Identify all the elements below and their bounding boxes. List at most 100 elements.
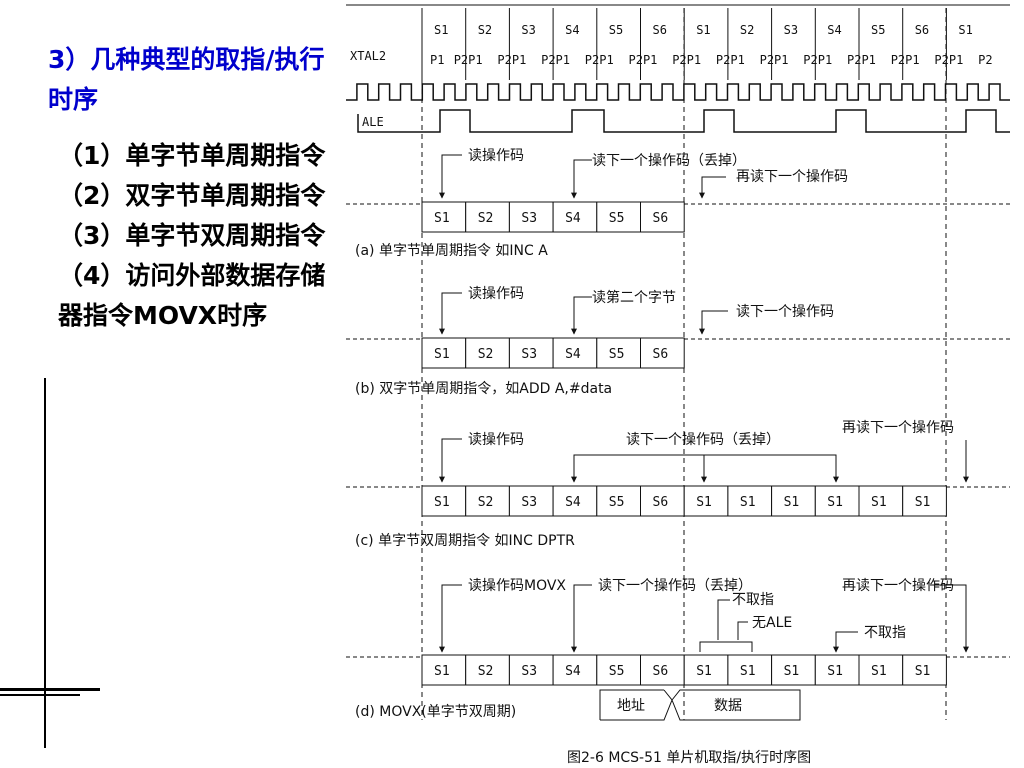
state-label: S1 xyxy=(696,23,710,37)
state-cell-label: S1 xyxy=(696,664,712,679)
state-cell xyxy=(683,654,729,686)
state-label: S1 xyxy=(434,23,448,37)
annotation: 无ALE xyxy=(752,615,792,631)
state-cell xyxy=(596,337,641,369)
state-cell-label: S4 xyxy=(565,495,581,510)
list-item: （3）单字节双周期指令 xyxy=(58,221,326,250)
state-cell xyxy=(727,485,773,517)
state-cell xyxy=(465,485,510,517)
annotation: 读操作码 xyxy=(468,431,524,448)
state-cell-label: S1 xyxy=(915,664,931,679)
state-cell-label: S1 xyxy=(784,495,800,510)
phase-label: P2P1 xyxy=(629,53,658,67)
bracket xyxy=(699,641,753,652)
state-cell-label: S1 xyxy=(434,495,450,510)
caption-a: (a) 单字节单周期指令 如INC A xyxy=(355,243,548,259)
state-cell-label: S5 xyxy=(609,495,625,510)
state-cell xyxy=(596,201,641,233)
bracket xyxy=(717,599,730,640)
state-label: S6 xyxy=(653,23,667,37)
state-cell xyxy=(596,654,641,686)
state-cell xyxy=(640,201,685,233)
arrow xyxy=(439,584,462,653)
state-cell-label: S1 xyxy=(434,664,450,679)
annotation: 读操作码 xyxy=(468,147,524,164)
phase-label: P2P1 xyxy=(454,53,483,67)
phase-label: P2P1 xyxy=(497,53,526,67)
state-label: S1 xyxy=(958,23,972,37)
decorative-horizontal-line xyxy=(0,688,100,691)
state-cell-label: S5 xyxy=(609,664,625,679)
phase-label: P2P1 xyxy=(716,53,745,67)
decorative-horizontal-line xyxy=(0,694,80,696)
arrow xyxy=(439,154,462,199)
arrow xyxy=(571,584,592,653)
state-label: S5 xyxy=(609,23,623,37)
state-cell xyxy=(421,654,467,686)
state-cell xyxy=(683,485,729,517)
annotation: 再读下一个操作码 xyxy=(736,168,848,185)
state-label: S4 xyxy=(827,23,841,37)
state-cell-label: S1 xyxy=(696,495,712,510)
state-cell-label: S6 xyxy=(653,347,669,362)
phase-label: P2P1 xyxy=(760,53,789,67)
state-label: S5 xyxy=(871,23,885,37)
state-cell xyxy=(902,485,947,517)
state-cell-label: S6 xyxy=(653,664,669,679)
state-cell-label: S3 xyxy=(521,664,537,679)
ale-label: ALE xyxy=(362,115,384,129)
state-cell-label: S6 xyxy=(653,495,669,510)
caption-c: (c) 单字节双周期指令 如INC DPTR xyxy=(355,533,575,549)
phase-label: P2P1 xyxy=(803,53,832,67)
arrow xyxy=(571,159,592,199)
xtal-waveform xyxy=(346,83,1010,101)
phase-label: P2P1 xyxy=(891,53,920,67)
state-label: S6 xyxy=(915,23,929,37)
arrow xyxy=(439,292,462,335)
state-cell xyxy=(640,337,685,369)
arrow xyxy=(699,310,728,335)
list-item: （4）访问外部数据存储器指令MOVX时序 xyxy=(58,261,326,330)
state-cell xyxy=(858,654,904,686)
arrow xyxy=(833,631,858,653)
state-cell-label: S1 xyxy=(434,347,450,362)
state-cell xyxy=(552,485,598,517)
state-label: S4 xyxy=(565,23,579,37)
state-cell-label: S1 xyxy=(871,495,887,510)
state-cell xyxy=(771,485,816,517)
state-cell xyxy=(858,485,904,517)
state-label: S3 xyxy=(784,23,798,37)
phase-label: P2P1 xyxy=(585,53,614,67)
annotation: 不取指 xyxy=(864,625,906,641)
annotation: 再读下一个操作码 xyxy=(842,419,954,436)
phase-label: P1 xyxy=(430,53,444,67)
list-item: （2）双字节单周期指令 xyxy=(58,181,326,210)
annotation: 读操作码 xyxy=(468,285,524,302)
state-cell-label: S2 xyxy=(478,347,494,362)
phase-label: P2P1 xyxy=(934,53,963,67)
state-cell xyxy=(552,201,598,233)
arrow xyxy=(439,438,462,483)
state-cell xyxy=(421,485,467,517)
state-cell-label: S6 xyxy=(653,211,669,226)
state-cell-label: S3 xyxy=(521,347,537,362)
state-cell xyxy=(640,654,685,686)
state-cell-label: S4 xyxy=(565,664,581,679)
state-cell xyxy=(508,485,554,517)
phase-label: P2P1 xyxy=(672,53,701,67)
phase-label: P2P1 xyxy=(847,53,876,67)
state-cell-label: S3 xyxy=(521,211,537,226)
annotation: 读第二个字节 xyxy=(592,289,676,306)
bus-data-label: 数据 xyxy=(714,698,742,714)
phase-label: P2 xyxy=(978,53,992,67)
state-cell xyxy=(465,201,510,233)
annotation: 读操作码MOVX xyxy=(468,577,566,594)
figure-caption: 图2-6 MCS-51 单片机取指/执行时序图 xyxy=(567,750,811,766)
ale-waveform xyxy=(357,109,1010,133)
